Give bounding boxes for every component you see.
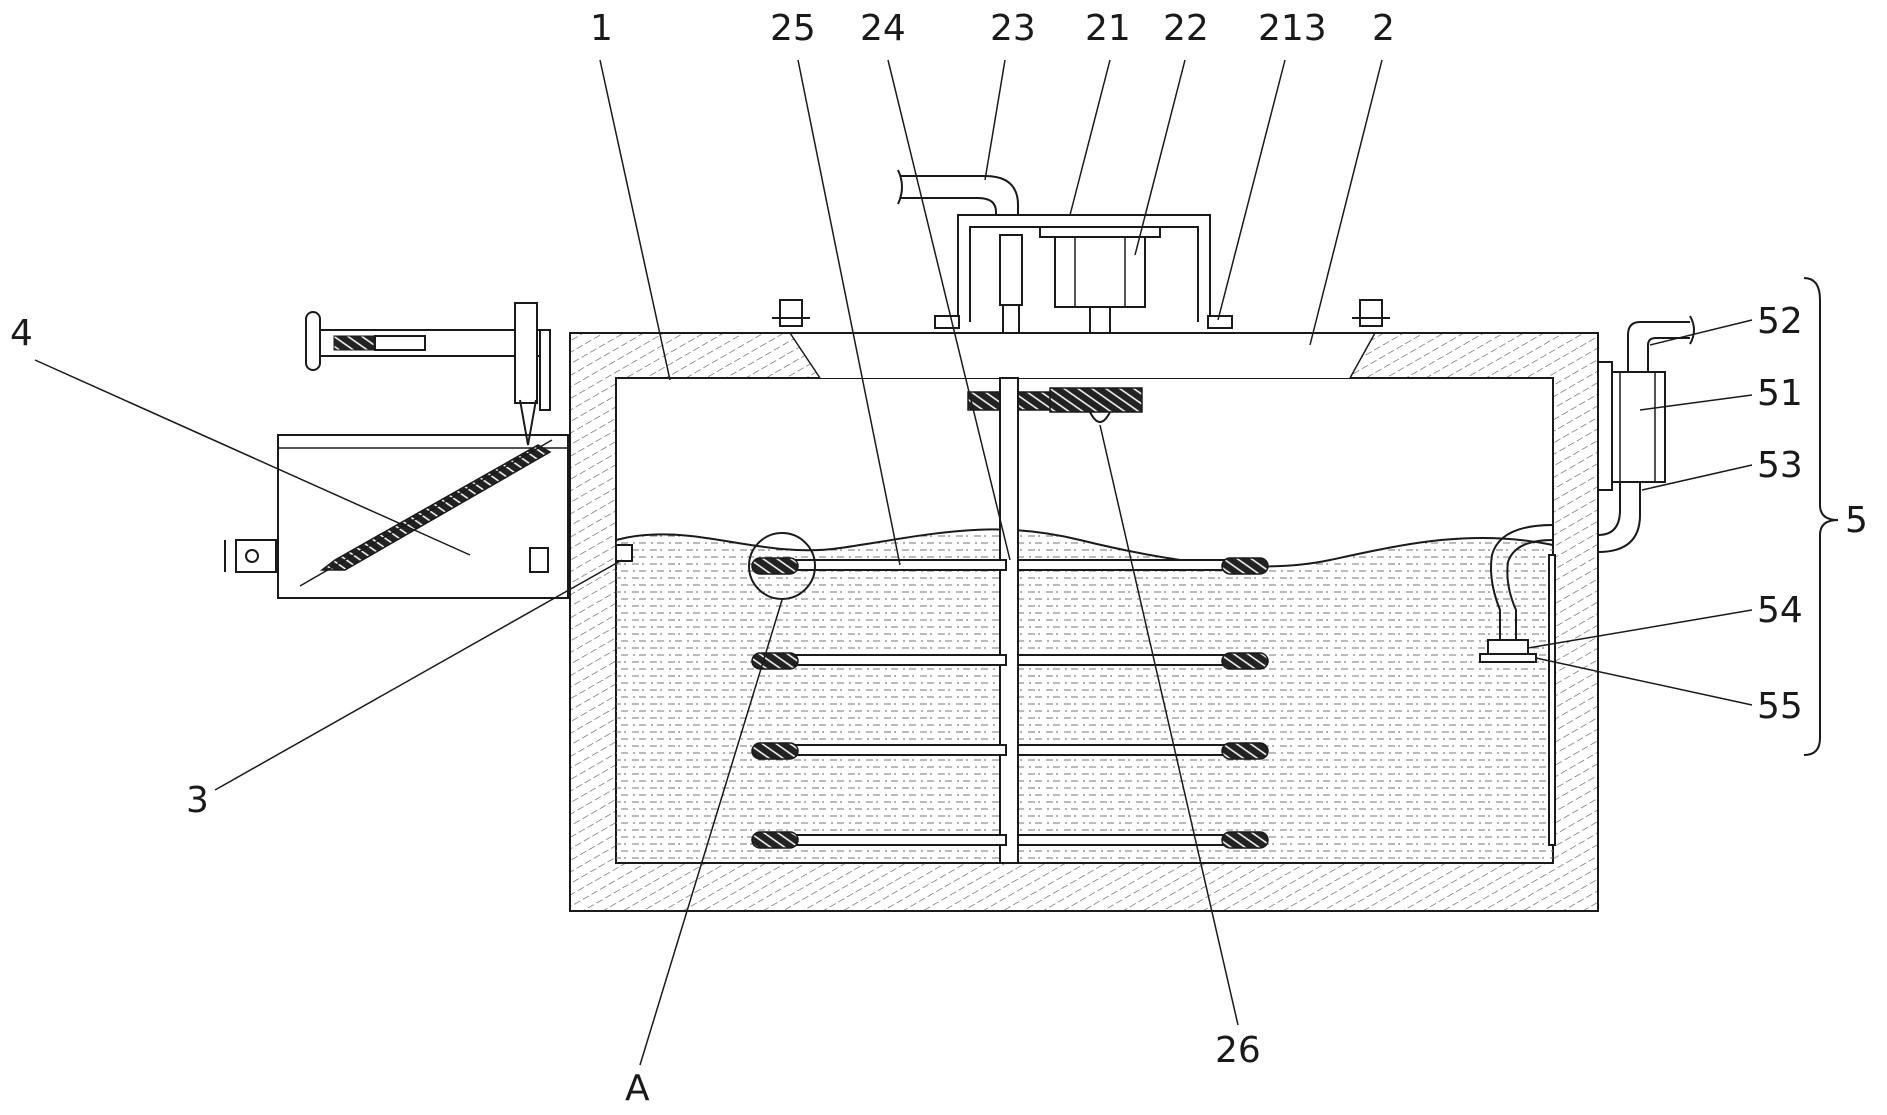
leader-53 [1641,464,1753,491]
gear-large [1049,387,1143,413]
gear-hub [1089,411,1111,423]
leader-55 [1535,657,1753,706]
frame-outer [957,214,1211,322]
leader-25 [797,59,901,566]
label-21: 21 [1085,8,1131,49]
pipe-53 [1597,482,1641,553]
lid-bevel-right [1349,332,1376,379]
label-22: 22 [1163,8,1209,49]
paddle-scraper-left-3 [751,742,799,760]
leader-52 [1649,319,1753,346]
rod-tip [519,399,537,446]
motor-22 [1054,236,1146,308]
side-rail [1548,554,1556,846]
screen-support [299,439,553,587]
pump-51 [1609,371,1666,483]
frame-foot-left [934,315,960,329]
paddle-row-2 [751,652,1269,670]
liquid-surface [615,528,1554,568]
lid-opening [790,333,1375,378]
label-4: 4 [10,313,33,354]
paddle-row-4 [751,831,1269,849]
label-53: 53 [1757,445,1803,486]
leader-23 [984,59,1006,181]
leader-51 [1639,394,1753,411]
suction-plate-55 [1479,653,1537,663]
leader-24 [887,59,1011,561]
label-2: 2 [1372,8,1395,49]
label-3: 3 [186,780,209,821]
label-25: 25 [770,8,816,49]
hopper-valve-knob [245,549,259,563]
paddle-row-1 [751,557,1269,575]
label-23: 23 [990,8,1036,49]
push-handle [305,311,321,371]
leader-A [639,599,783,1066]
paddle-scraper-right-1 [1221,557,1269,575]
lid-bevel-left [789,332,821,379]
paddle-scraper-left-4 [751,831,799,849]
outlet-pipe-break [1689,315,1695,345]
label-52: 52 [1757,301,1803,342]
rod-bracket [514,302,538,404]
motor-shaft [1089,306,1111,334]
stirring-paddles [748,532,1269,849]
label-51: 51 [1757,373,1803,414]
pump-flange [1597,361,1613,491]
leader-54 [1527,609,1753,649]
paddle-scraper-right-3 [1221,742,1269,760]
leader-22 [1134,59,1186,256]
push-rod-piston [374,335,426,351]
liquid-body [616,529,1553,863]
suction-hose [1490,524,1554,640]
rod-support [539,329,551,411]
bolt-left [779,299,803,327]
pump-unit-5 [1479,277,1839,846]
leader-26 [1099,424,1239,1026]
motor-frame [897,169,1233,334]
label-24: 24 [860,8,906,49]
label-5: 5 [1845,500,1868,541]
label-54: 54 [1757,590,1803,631]
hopper-valve [235,539,277,573]
frame-foot-right [1207,315,1233,329]
cylinder [999,234,1023,306]
push-rod-spring [333,335,375,351]
leader-213 [1217,59,1286,321]
overflow-port-3 [615,544,633,562]
bolt-right [1359,299,1383,327]
label-55: 55 [1757,686,1803,727]
label-A: A [625,1068,650,1109]
liquid-fill [615,528,1554,863]
label-26: 26 [1215,1030,1261,1071]
group-brace-5 [1803,277,1839,756]
pipe-break [897,169,903,205]
leader-4 [34,359,471,556]
stirring-shaft-24 [999,377,1019,864]
paddle-scraper-left-1 [751,557,799,575]
hopper-assembly [224,302,569,599]
hopper-stop-block [529,547,549,573]
paddle-row-3 [751,742,1269,760]
leader-3 [214,559,623,791]
label-213: 213 [1258,8,1327,49]
gear-assembly [967,377,1143,864]
label-1: 1 [590,8,613,49]
leader-lines [34,59,1753,1066]
cylinder-rod [1002,304,1020,334]
suction-head-54 [1487,639,1529,655]
leader-2 [1309,59,1383,346]
top-bolts [772,299,1390,327]
outlet-pipe-52 [1627,321,1690,372]
leader-1 [599,59,671,381]
paddle-scraper-left-2 [751,652,799,670]
leader-21 [1069,59,1111,216]
paddle-scraper-right-4 [1221,831,1269,849]
part-labels: 1 25 24 23 21 22 213 2 4 52 51 53 5 54 5… [10,8,1868,1109]
detail-circle-A [748,532,816,600]
paddle-scraper-right-2 [1221,652,1269,670]
